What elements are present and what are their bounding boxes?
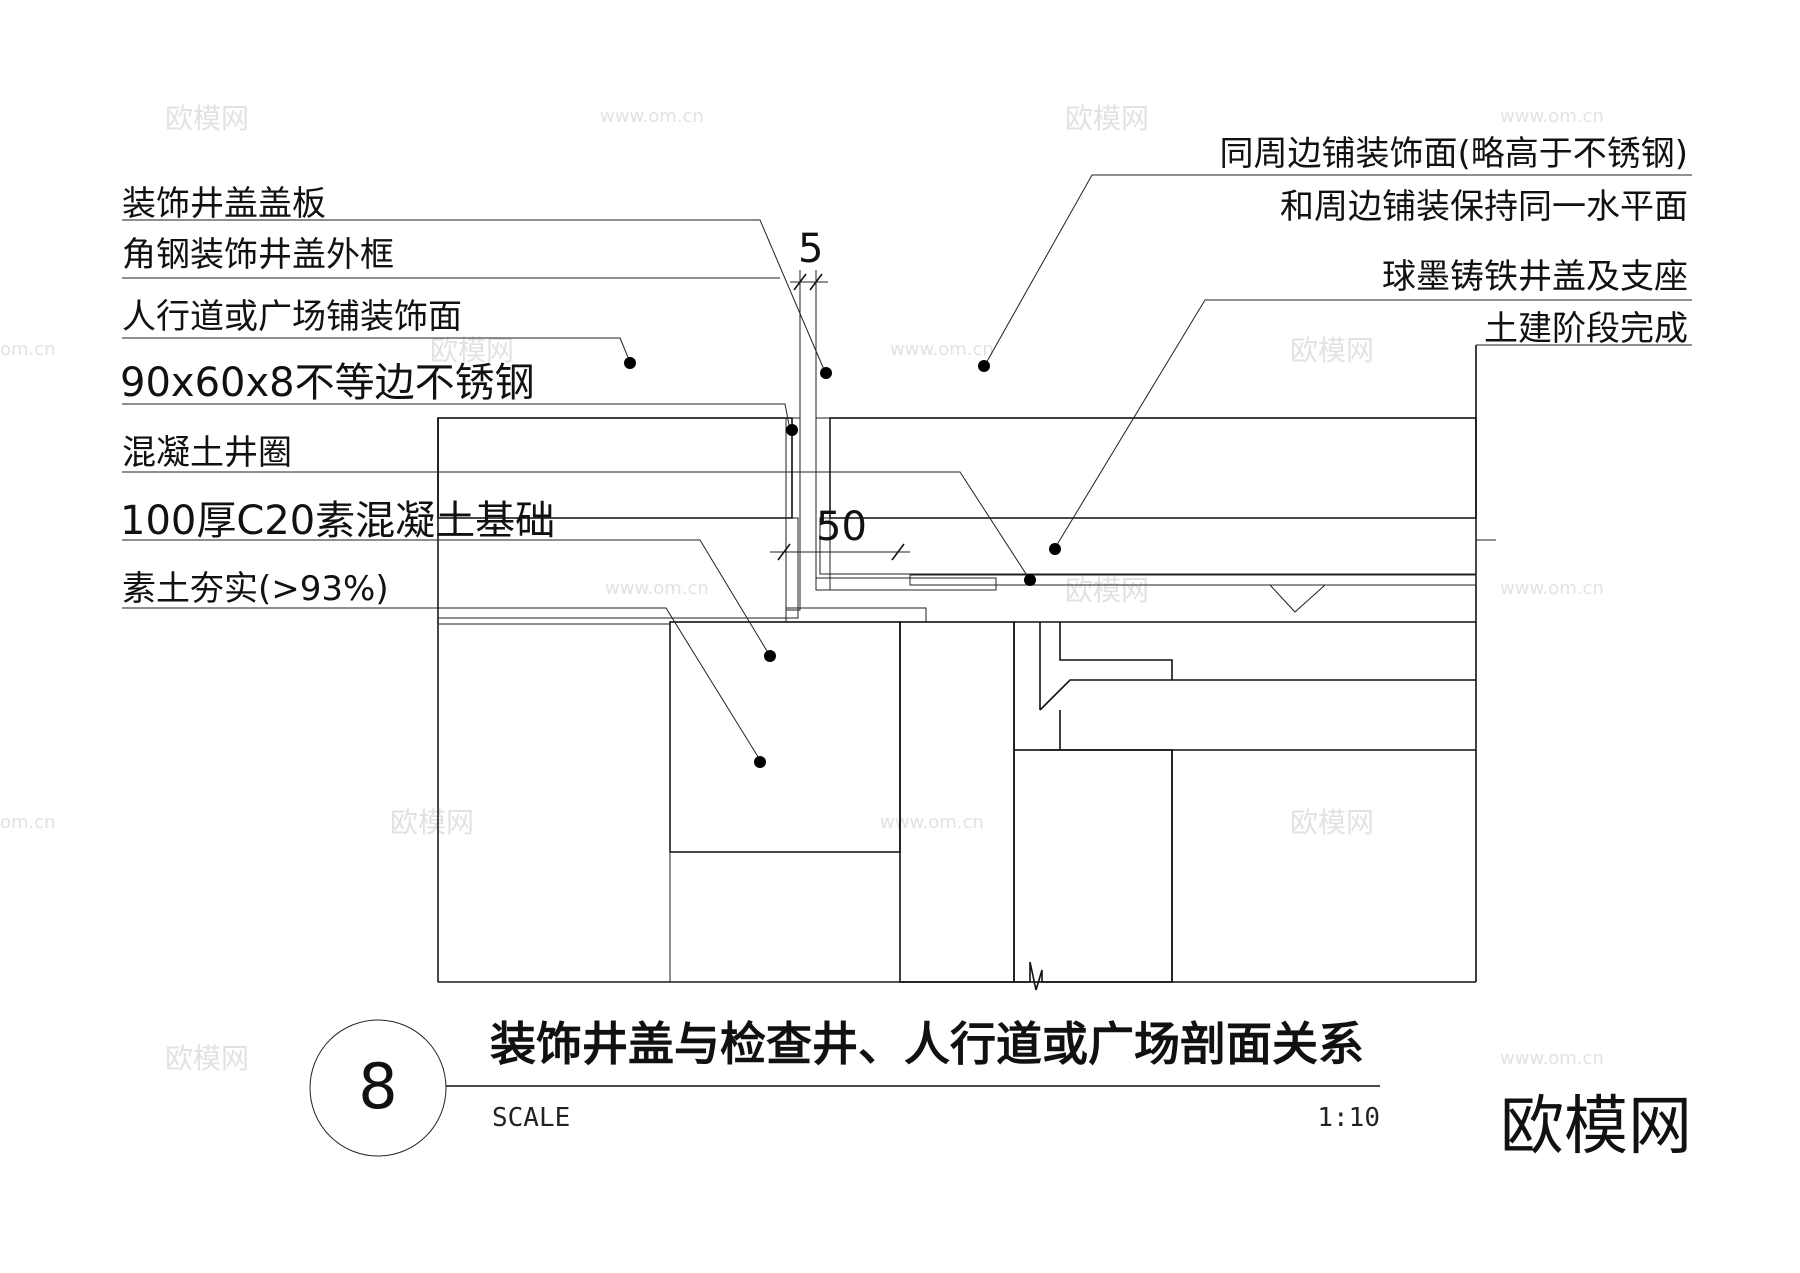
dimension-gap: 5	[790, 226, 828, 418]
watermark-text: www.om.cn	[1500, 106, 1604, 127]
watermark-text: 欧模网	[165, 102, 249, 135]
callout-circle	[309, 1019, 447, 1157]
label-angle-frame: 角钢装饰井盖外框	[122, 235, 394, 275]
watermark-text: 欧模网	[1065, 574, 1149, 607]
leader-dot	[786, 424, 798, 436]
watermark-text: 欧模网	[390, 806, 474, 839]
watermark-text: www.om.cn	[890, 339, 994, 360]
title-block: 8 装饰井盖与检查井、人行道或广场剖面关系 SCALE 1:10	[309, 1017, 1380, 1157]
leader-lines	[122, 174, 1692, 761]
scale-value: 1:10	[1317, 1103, 1380, 1133]
watermark-text: www.om.cn	[880, 812, 984, 833]
label-concrete-base: 100厚C20素混凝土基础	[120, 498, 555, 544]
label-stainless-angle: 90x60x8不等边不锈钢	[120, 360, 535, 406]
leader-dot	[624, 357, 636, 369]
dimension-offset: 50	[770, 504, 910, 561]
right-labels: 同周边铺装饰面(略高于不锈钢) 和周边铺装保持同一水平面 球墨铸铁井盖及支座 土…	[1219, 134, 1688, 349]
watermark-layer: 欧模网 www.om.cn 欧模网 www.om.cn om.cn 欧模网 ww…	[0, 102, 1604, 1075]
watermark-text: www.om.cn	[605, 578, 709, 599]
watermark-text: 欧模网	[1290, 806, 1374, 839]
leader-dot	[978, 360, 990, 372]
offset-dimension-text: 50	[816, 504, 867, 550]
drawing-title: 装饰井盖与检查井、人行道或广场剖面关系	[490, 1017, 1364, 1071]
label-paving-surface: 人行道或广场铺装饰面	[122, 297, 462, 337]
leader-dot	[1049, 543, 1061, 555]
watermark-text: www.om.cn	[1500, 1048, 1604, 1069]
leader-dot	[1024, 574, 1036, 586]
section-geometry	[437, 345, 1496, 991]
watermark-text: 欧模网	[430, 334, 514, 367]
watermark-text: 欧模网	[165, 1042, 249, 1075]
watermark-text: 欧模网	[1065, 102, 1149, 135]
label-concrete-ring: 混凝土井圈	[122, 433, 292, 473]
callout-number: 8	[358, 1050, 397, 1123]
watermark-text: om.cn	[0, 812, 56, 833]
leader-dot	[820, 367, 832, 379]
label-civil-stage: 土建阶段完成	[1484, 309, 1688, 349]
label-cast-iron-cover: 球墨铸铁井盖及支座	[1382, 257, 1688, 297]
label-compacted-soil: 素土夯实(>93%)	[122, 569, 389, 609]
leader-dot	[764, 650, 776, 662]
leader-dot	[754, 756, 766, 768]
gap-dimension-text: 5	[798, 226, 823, 272]
watermark-text: www.om.cn	[1500, 578, 1604, 599]
watermark-text: 欧模网	[1290, 334, 1374, 367]
brand-logo: 欧模网	[1500, 1090, 1692, 1164]
watermark-text: om.cn	[0, 339, 56, 360]
scale-label: SCALE	[492, 1103, 570, 1133]
label-cover-plate: 装饰井盖盖板	[122, 184, 326, 224]
leader-dots	[624, 357, 1061, 768]
watermark-text: www.om.cn	[600, 106, 704, 127]
label-surround-paving: 同周边铺装饰面(略高于不锈钢)	[1219, 134, 1688, 174]
label-same-level: 和周边铺装保持同一水平面	[1280, 187, 1688, 227]
left-labels: 装饰井盖盖板 角钢装饰井盖外框 人行道或广场铺装饰面 90x60x8不等边不锈钢…	[120, 184, 555, 609]
